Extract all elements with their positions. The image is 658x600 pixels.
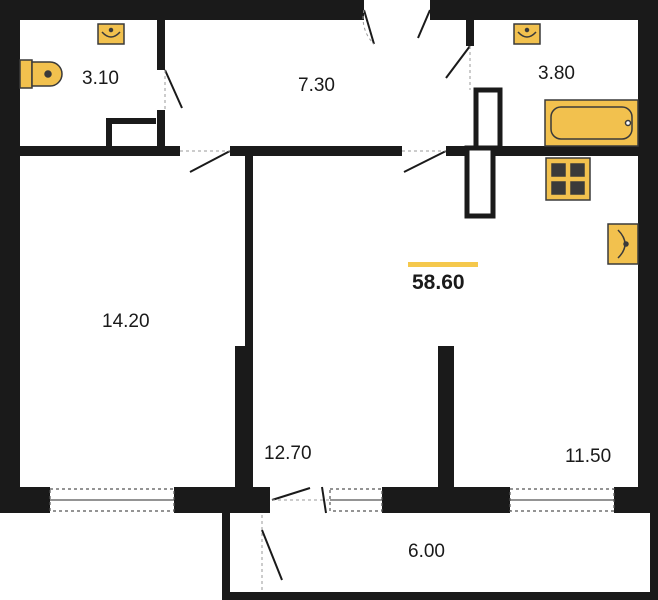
- bath-sink-icon: [513, 23, 541, 45]
- room-area-bath: 3.80: [538, 63, 575, 84]
- room-area-kitchen: 11.50: [565, 446, 612, 467]
- windows: [49, 488, 615, 512]
- stove-icon: [545, 157, 591, 201]
- room-area-balcony: 6.00: [408, 541, 445, 562]
- toilet-icon: [19, 59, 63, 89]
- doors: [164, 9, 471, 590]
- wc-sink-icon: [97, 23, 125, 45]
- total-area-accent-bar: [408, 262, 478, 267]
- fixtures: [19, 23, 639, 265]
- total-area: 58.60: [412, 271, 465, 294]
- room-area-hall: 7.30: [298, 75, 335, 96]
- room-area-wc: 3.10: [82, 68, 119, 89]
- room-area-bedroom: 14.20: [102, 311, 150, 332]
- kitchen-sink-icon: [607, 223, 639, 265]
- bathtub-icon: [544, 99, 639, 147]
- room-area-living: 12.70: [264, 443, 312, 464]
